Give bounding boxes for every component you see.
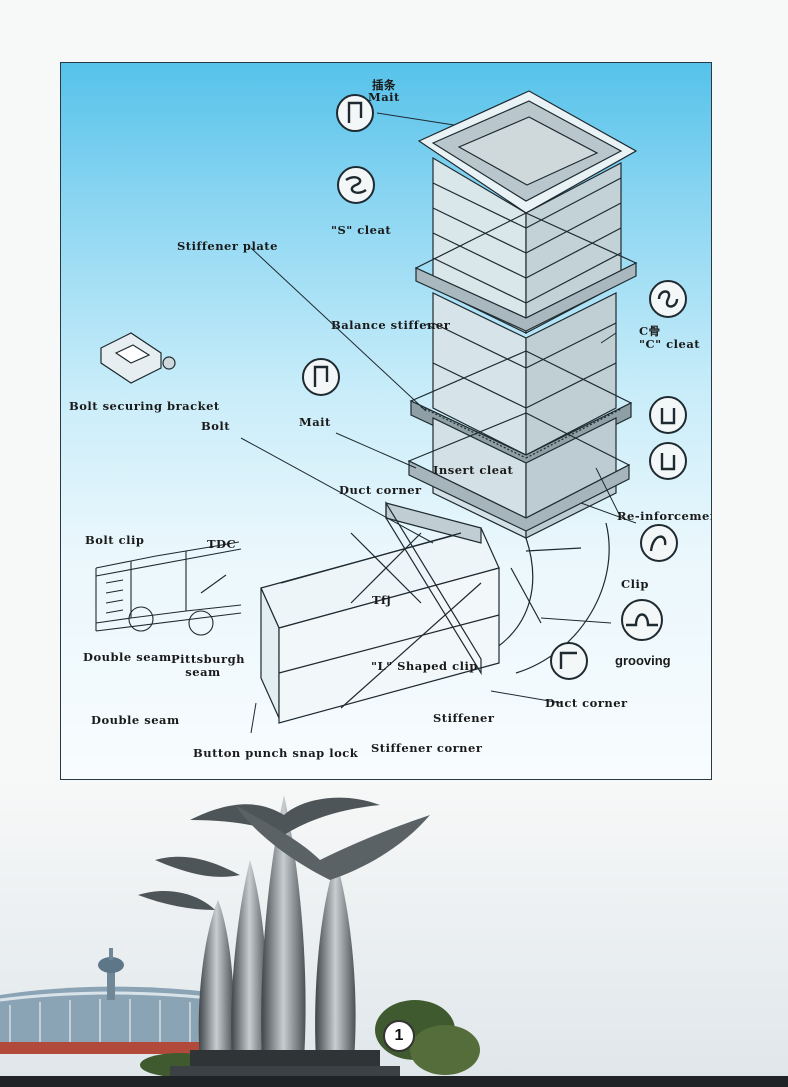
page-number-badge: 1 (383, 1020, 415, 1052)
mait-top-text: Mait (368, 90, 400, 104)
c-cleat-cn-text: C骨 (639, 324, 661, 338)
s-cleat-label: "S" cleat (331, 223, 392, 237)
tfj-label: Tfj (372, 593, 392, 607)
insert-cleat-icon-a (649, 396, 687, 434)
stiffener-plate-label: Stiffener plate (177, 239, 278, 253)
leader-lines (240, 112, 637, 734)
bolt-clip-label: Bolt clip (85, 533, 145, 547)
c-cleat-text: "C" cleat (639, 337, 701, 351)
stiffener-corner-label: Stiffener corner (371, 741, 483, 755)
sculpture-photo (0, 780, 788, 1087)
horizontal-duct-box (260, 500, 500, 724)
reinforcement-label: Re-inforcement (617, 509, 711, 523)
duct-corner-icon (550, 642, 588, 680)
terminal-building (0, 948, 211, 1054)
seam-detail (95, 541, 242, 636)
pittsburgh-seam-label: Pittsburgh seam (171, 652, 245, 679)
balance-stiffener-label: Balance stiffener (331, 318, 451, 332)
insert-cleat-icon-b (649, 442, 687, 480)
insert-cleat-label: Insert cleat (433, 463, 514, 477)
mait-top-icon (336, 94, 374, 132)
double-seam-label-1: Double seam (83, 650, 172, 664)
top-duct-section (414, 90, 638, 334)
bolt-label: Bolt (201, 419, 231, 433)
grooving-label: grooving (615, 653, 671, 668)
tdc-label: TDC (207, 537, 237, 551)
stiffener-label: Stiffener (433, 711, 495, 725)
l-shaped-clip-label: "L" Shaped clip (371, 659, 478, 673)
clip-label: Clip (621, 577, 649, 591)
duct-assembly-diagram (95, 90, 687, 734)
double-seam-label-2: Double seam (91, 713, 180, 727)
button-punch-label: Button punch snap lock (193, 746, 359, 760)
clip-icon (621, 599, 663, 641)
mait-icon (302, 358, 340, 396)
mait-label: Mait (299, 415, 331, 429)
duct-corner-bottom-label: Duct corner (545, 696, 628, 710)
duct-corner-top-label: Duct corner (339, 483, 422, 497)
c-cleat-label: C骨 "C" cleat (639, 325, 700, 351)
bolt-bracket-icon (100, 332, 176, 384)
diagram-panel: 插条 Mait "S" cleat Stiffener plate Balanc… (60, 62, 712, 780)
mait-top-label: 插条 Mait (368, 79, 400, 103)
mait-cn-text: 插条 (371, 78, 396, 92)
reinforcement-icon (640, 524, 678, 562)
lower-duct-section (407, 412, 631, 539)
bolt-securing-bracket-label: Bolt securing bracket (69, 399, 220, 413)
middle-duct-section (409, 292, 633, 470)
